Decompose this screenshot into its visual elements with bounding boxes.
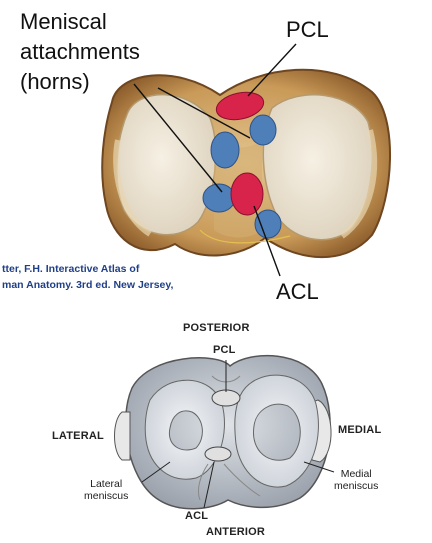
posterior-label: POSTERIOR bbox=[183, 322, 250, 334]
medial-meniscus-label: Medial meniscus bbox=[334, 468, 378, 492]
meniscal-label-line3: (horns) bbox=[20, 69, 90, 94]
acl-stump bbox=[204, 446, 232, 462]
gray-lateral-meniscus-leader bbox=[141, 461, 171, 483]
citation-line1: tter, F.H. Interactive Atlas of bbox=[2, 263, 140, 275]
pcl-attachment bbox=[215, 91, 265, 121]
posterior-horn-medial bbox=[249, 114, 277, 146]
medial-meniscus bbox=[234, 374, 319, 488]
lateral-meniscus-line1: Lateral bbox=[90, 478, 123, 490]
tibial-plateau-grayscale-illustration: POSTERIOR PCL LATERAL MEDIAL Lateral men… bbox=[0, 300, 432, 543]
pcl-stump bbox=[211, 389, 241, 407]
lateral-label: LATERAL bbox=[52, 430, 104, 442]
lateral-meniscus-line2: meniscus bbox=[84, 490, 129, 502]
posterior-horn-lateral bbox=[210, 131, 240, 169]
acl-leader-line bbox=[253, 205, 281, 277]
gray-acl-leader bbox=[203, 461, 215, 509]
citation-line2: man Anatomy. 3rd ed. New Jersey, bbox=[2, 279, 174, 291]
tibial-plateau-gray-svg bbox=[114, 355, 335, 510]
medial-meniscus-line2: meniscus bbox=[334, 480, 379, 492]
gray-medial-meniscus-leader bbox=[303, 461, 335, 473]
acl-label-top: ACL bbox=[276, 279, 319, 304]
pcl-leader-line bbox=[247, 43, 297, 97]
meniscal-label-line2: attachments bbox=[20, 39, 140, 64]
tibial-plateau-color-svg bbox=[101, 43, 392, 277]
medial-meniscus-line1: Medial bbox=[340, 468, 372, 480]
acl-attachment bbox=[230, 172, 264, 216]
anterior-horn-medial bbox=[254, 209, 282, 239]
meniscal-label-line1: Meniscal bbox=[20, 9, 107, 34]
pcl-label-bottom: PCL bbox=[213, 344, 236, 356]
tibial-plateau-color-illustration: Meniscal attachments (horns) PCL ACL tte… bbox=[2, 9, 392, 304]
acl-label-bottom: ACL bbox=[185, 510, 209, 522]
pcl-label-top: PCL bbox=[286, 17, 329, 42]
anterior-label: ANTERIOR bbox=[206, 526, 266, 538]
medial-label: MEDIAL bbox=[338, 424, 382, 436]
lateral-collateral-ligament bbox=[114, 411, 131, 461]
meniscal-leader-line-2 bbox=[157, 87, 251, 139]
meniscal-leader-line-1 bbox=[133, 83, 223, 193]
lateral-meniscus-label: Lateral meniscus bbox=[84, 478, 128, 502]
